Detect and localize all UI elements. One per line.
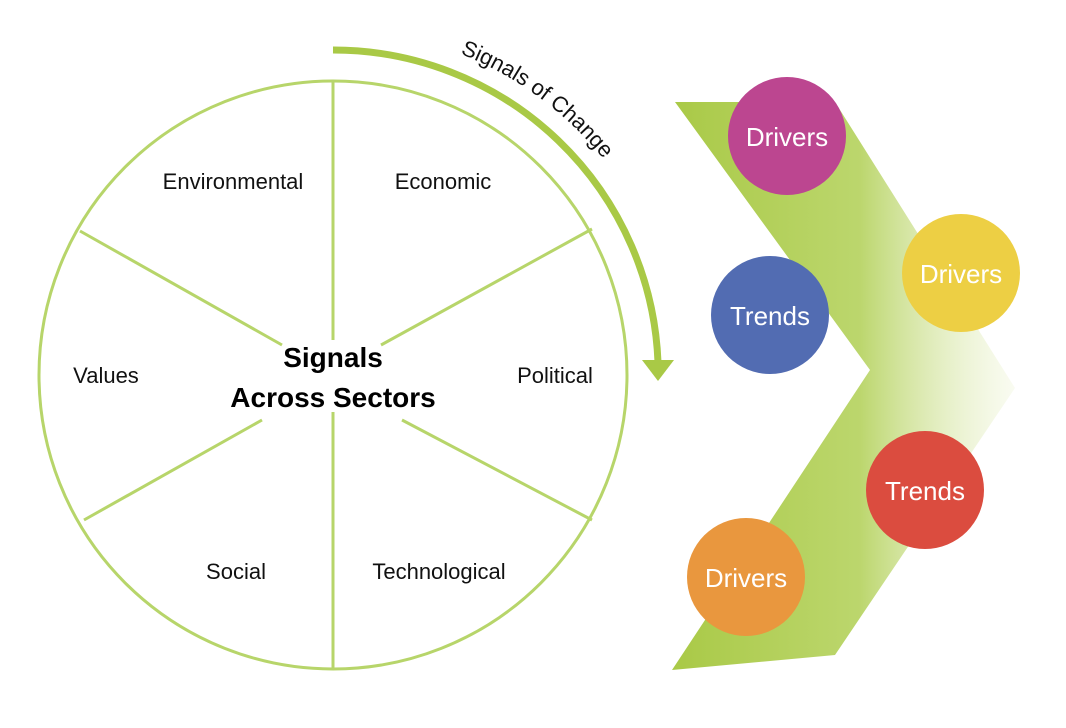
wheel-divider-lower-right bbox=[401, 418, 593, 522]
bubble-circle bbox=[711, 256, 829, 374]
bubble-drivers-3: Drivers bbox=[687, 518, 805, 636]
sector-label-economic: Economic bbox=[395, 169, 492, 194]
sector-label-social: Social bbox=[206, 559, 266, 584]
sector-label-values: Values bbox=[73, 363, 139, 388]
bubble-label: Drivers bbox=[920, 259, 1002, 289]
chevron-arrow-shape bbox=[672, 102, 1015, 670]
bubble-trends-2: Trends bbox=[866, 431, 984, 549]
wheel-divider-upper-right bbox=[380, 227, 593, 347]
bubble-circle bbox=[728, 77, 846, 195]
arc-arrow-line bbox=[332, 46, 662, 363]
bubble-circle bbox=[866, 431, 984, 549]
wheel-divider-upper-left bbox=[79, 229, 283, 347]
sector-wheel: Environmental Economic Values Political … bbox=[37, 79, 629, 671]
bubble-label: Drivers bbox=[705, 563, 787, 593]
bubble-trends-1: Trends bbox=[711, 256, 829, 374]
bubble-label: Trends bbox=[730, 301, 810, 331]
arc-label: Signals of Change bbox=[458, 35, 619, 162]
bubble-label: Trends bbox=[885, 476, 965, 506]
center-title-line2: Across Sectors bbox=[230, 382, 435, 413]
center-title-line1: Signals bbox=[283, 342, 383, 373]
bubble-circle bbox=[687, 518, 805, 636]
bubble-drivers-2: Drivers bbox=[902, 214, 1020, 332]
sector-label-political: Political bbox=[517, 363, 593, 388]
bubble-circle bbox=[902, 214, 1020, 332]
arc-arrowhead-icon bbox=[642, 360, 674, 381]
wheel-divider-lower-left bbox=[83, 418, 263, 522]
arc-label-text: Signals of Change bbox=[458, 35, 619, 162]
sector-label-environmental: Environmental bbox=[163, 169, 304, 194]
sector-label-technological: Technological bbox=[372, 559, 505, 584]
bubble-drivers-1: Drivers bbox=[728, 77, 846, 195]
bubble-label: Drivers bbox=[746, 122, 828, 152]
